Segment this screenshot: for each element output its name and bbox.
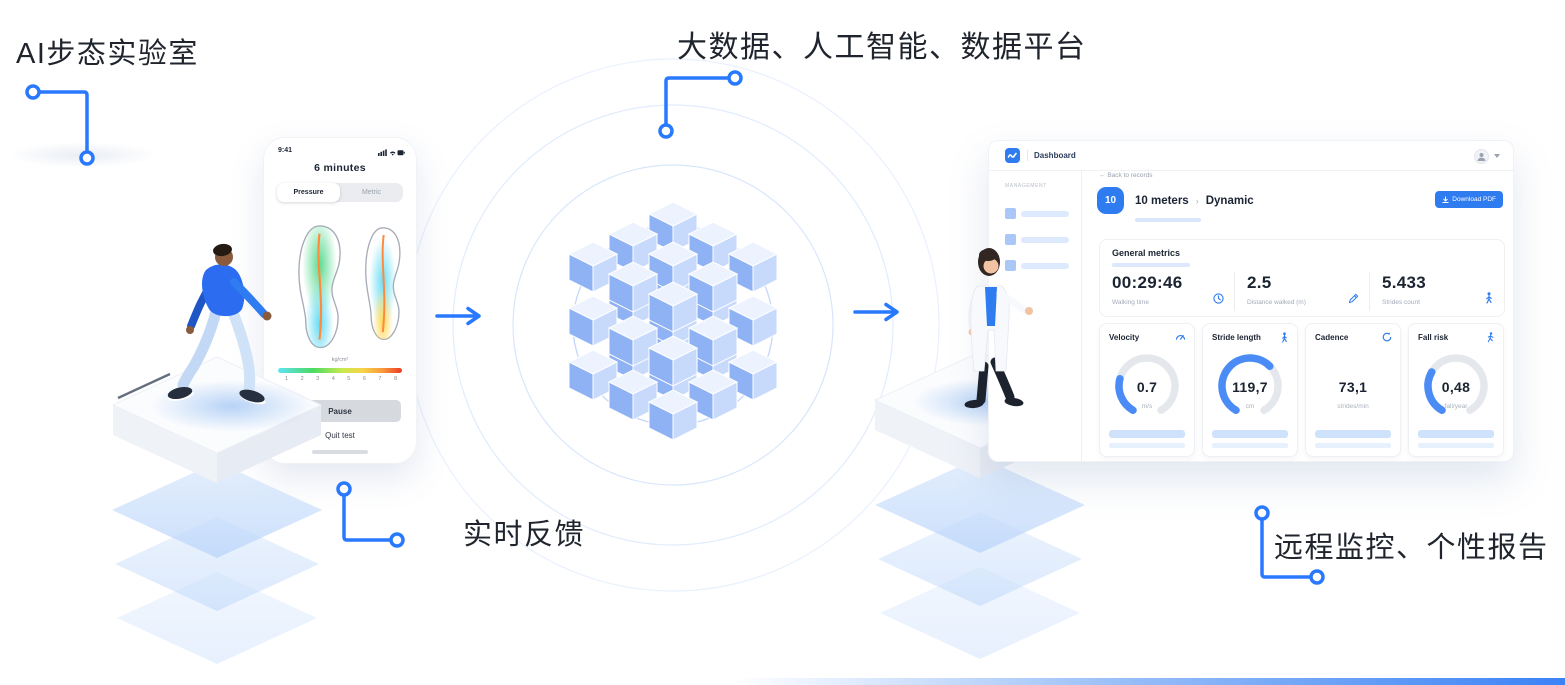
skeleton-bar: [1109, 430, 1185, 438]
gauge-unit: cm: [1245, 403, 1255, 410]
sidebar-section-label: MANAGEMENT: [1005, 183, 1047, 189]
swoosh-decoration: [8, 142, 158, 168]
skeleton-bar: [1109, 443, 1185, 448]
download-pdf-button[interactable]: Download PDF: [1435, 191, 1503, 208]
skeleton-bar: [1315, 443, 1391, 448]
status-time: 9:41: [278, 147, 293, 154]
pressure-scale-bar: [278, 368, 402, 373]
gauge-unit: strides/min: [1337, 403, 1369, 410]
data-cube-illustration: [567, 201, 779, 441]
app-title: Dashboard: [1034, 151, 1076, 160]
phone-mockup: 9:41 6 minutes Pressure Metric: [263, 137, 417, 464]
sidebar-item-skeleton[interactable]: [1005, 208, 1069, 219]
metric-card-stride-length: Stride length 119,7 cm: [1202, 323, 1298, 457]
header-divider: [1027, 150, 1028, 161]
record-title: 10 meters: [1135, 194, 1189, 207]
platform-stack: [112, 462, 322, 664]
general-metric-strides: 5.433 Strides count: [1369, 272, 1504, 311]
label-big-data-platform: 大数据、人工智能、数据平台: [677, 31, 1087, 64]
label-ai-gait-lab: AI步态实验室: [16, 38, 199, 70]
sidebar-item-skeleton[interactable]: [1005, 234, 1069, 245]
home-indicator: [312, 450, 368, 454]
record-badge: 10: [1097, 187, 1124, 214]
connector-realtime: [342, 494, 392, 542]
walking-person-icon: [1280, 332, 1289, 343]
gauge-unit: fall/year: [1444, 403, 1468, 410]
gauge-value: 73,1: [1338, 379, 1368, 395]
connector-top-left: [38, 90, 89, 153]
pressure-heatmap-left: [298, 225, 341, 349]
pressure-unit-label: kg/cm²: [331, 357, 349, 363]
arrow-right-icon: [435, 306, 481, 326]
general-metrics-underline: [1112, 263, 1190, 267]
distance-icon: [1348, 293, 1359, 304]
skeleton-bar: [1315, 430, 1391, 438]
clock-icon: [1213, 293, 1224, 304]
sidebar-item-skeleton[interactable]: [1005, 260, 1069, 271]
pause-button[interactable]: Pause: [279, 400, 401, 422]
tab-metric[interactable]: Metric: [361, 189, 382, 196]
chevron-down-icon[interactable]: [1494, 154, 1500, 158]
gauge-value: 0,48: [1441, 379, 1471, 395]
bottom-accent-bar: [735, 678, 1565, 685]
general-metric-distance: 2.5 Distance walked (m): [1234, 272, 1369, 311]
record-type: Dynamic: [1205, 194, 1254, 207]
connector-top-center: [664, 76, 730, 126]
pressure-heatmap-right: [365, 227, 401, 341]
metric-label: Walking time: [1112, 299, 1149, 306]
label-remote-monitoring: 远程监控、个性报告: [1274, 532, 1549, 564]
pressure-metric-tabs: Pressure Metric: [277, 183, 403, 202]
app-logo-icon: [1005, 148, 1020, 163]
download-icon: [1442, 196, 1449, 203]
arrow-right-icon: [853, 302, 899, 322]
gauge-value: 119,7: [1232, 379, 1268, 395]
metric-label: Distance walked (m): [1247, 299, 1306, 306]
skeleton-bar: [1418, 443, 1494, 448]
metric-value: 2.5: [1247, 273, 1272, 292]
dashboard-header: Dashboard: [989, 141, 1513, 171]
session-title: 6 minutes: [314, 162, 366, 174]
platform-stack: [875, 457, 1085, 659]
general-metric-walking-time: 00:29:46 Walking time: [1100, 272, 1234, 311]
skeleton-bar: [1212, 430, 1288, 438]
running-person-icon: [1486, 332, 1495, 343]
record-progress-bar: [1135, 218, 1201, 222]
status-icons: [378, 149, 405, 156]
breadcrumb-separator: ›: [1195, 195, 1199, 206]
metric-card-fall-risk: Fall risk 0,48 fall/year: [1408, 323, 1504, 457]
general-metrics-title: General metrics: [1112, 248, 1181, 258]
avatar[interactable]: [1474, 149, 1489, 164]
pressure-heatmap: [298, 225, 401, 349]
metric-value: 00:29:46: [1112, 273, 1183, 292]
person-patient-illustration: [167, 243, 272, 405]
strides-icon: [1484, 292, 1494, 304]
metric-value: 5.433: [1382, 273, 1427, 292]
dashboard-sidebar: MANAGEMENT: [989, 170, 1082, 461]
refresh-icon[interactable]: [1382, 332, 1392, 342]
back-arrow-icon: ←: [1099, 172, 1106, 179]
label-realtime-feedback: 实时反馈: [463, 519, 586, 551]
quit-test-button[interactable]: Quit test: [264, 430, 416, 441]
metric-card-velocity: Velocity 0.7 m/s: [1099, 323, 1195, 457]
dashboard-window: Dashboard MANAGEMENT ← Back to records 1…: [988, 140, 1514, 462]
gauge-value: 0.7: [1136, 379, 1158, 395]
metric-cards-row: Velocity 0.7 m/s Stride length 119,7 cm: [1099, 323, 1504, 457]
back-link[interactable]: ← Back to records: [1099, 172, 1153, 179]
metric-card-cadence: Cadence 73,1 strides/min: [1305, 323, 1401, 457]
skeleton-bar: [1418, 430, 1494, 438]
skeleton-bar: [1212, 443, 1288, 448]
gauge-unit: m/s: [1141, 403, 1153, 410]
metric-label: Strides count: [1382, 299, 1420, 306]
general-metrics-card: General metrics 00:29:46 Walking time 2.…: [1099, 239, 1505, 317]
tab-pressure[interactable]: Pressure: [277, 183, 340, 202]
speedometer-icon: [1175, 332, 1186, 341]
